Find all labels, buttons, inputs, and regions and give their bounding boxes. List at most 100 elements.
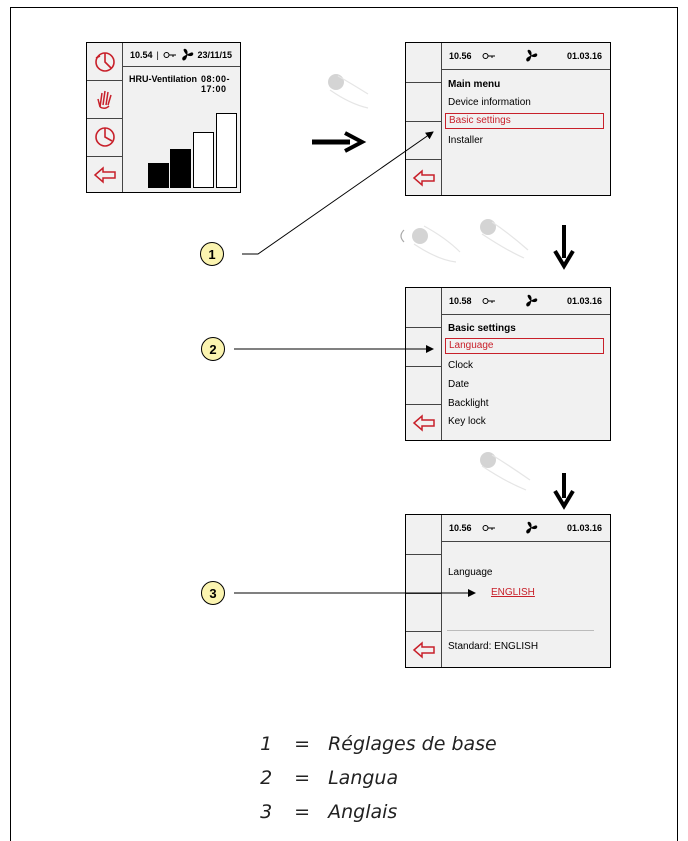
settings-sidebar xyxy=(406,288,442,440)
key-icon xyxy=(482,525,495,531)
legend-text: Anglais xyxy=(328,801,398,823)
legend-text: Langua xyxy=(328,767,399,789)
press-gesture-icon xyxy=(328,74,369,109)
sidebar-seg-1 xyxy=(406,515,441,555)
menu-item-basic-settings[interactable]: Basic settings xyxy=(445,113,604,129)
sidebar-seg-back[interactable] xyxy=(406,159,441,196)
legend-row-1: 1 = Réglages de base xyxy=(248,711,497,755)
program-time: 08:00-17:00 xyxy=(201,74,231,94)
status-date: 01.03.16 xyxy=(566,296,602,306)
callout-1: 1 xyxy=(200,242,224,266)
status-date: 01.03.16 xyxy=(566,523,602,533)
status-time: 10.54 xyxy=(130,49,153,60)
language-standard: Standard: ENGLISH xyxy=(448,641,539,652)
key-icon xyxy=(163,51,176,58)
home-statusbar: 10.54 | 23/11/15 xyxy=(122,43,240,67)
sidebar-seg-2 xyxy=(406,327,441,367)
screen-basic-settings: 10.58 01.03.16 Basic settings Language C… xyxy=(405,287,611,441)
frame-right-border xyxy=(677,7,678,841)
legend-text: Réglages de base xyxy=(328,733,497,755)
settings-item-backlight[interactable]: Backlight xyxy=(448,398,489,409)
legend-num: 3 xyxy=(260,801,273,823)
fan-level-bar-3 xyxy=(193,132,214,188)
legend-num: 2 xyxy=(260,767,273,789)
language-content: Language ENGLISH Standard: ENGLISH xyxy=(441,542,610,667)
legend-row-3: 3 = Anglais xyxy=(248,779,397,823)
status-date: 23/11/15 xyxy=(197,49,232,60)
menu-title: Main menu xyxy=(448,79,501,90)
sidebar-seg-clock[interactable] xyxy=(87,43,122,81)
screen-main-menu: 10.56 01.03.16 Main menu Device informat… xyxy=(405,42,611,196)
menu-sidebar xyxy=(406,43,442,195)
callout-3: 3 xyxy=(201,581,225,605)
back-arrow-icon xyxy=(412,413,435,432)
fan-icon xyxy=(526,49,538,62)
sidebar-seg-back[interactable] xyxy=(406,631,441,668)
callout-2: 2 xyxy=(201,337,225,361)
status-divider: | xyxy=(156,49,159,60)
press-gesture-icon xyxy=(480,219,529,259)
sidebar-seg-3 xyxy=(406,121,441,160)
flow-arrow-down-2 xyxy=(553,473,575,510)
status-date: 01.03.16 xyxy=(566,51,602,61)
legend-eq: = xyxy=(294,767,311,789)
frame-left-border xyxy=(10,7,11,841)
key-icon xyxy=(482,53,495,59)
settings-item-language[interactable]: Language xyxy=(445,338,604,354)
menu-content: Main menu Device information Basic setti… xyxy=(441,70,610,195)
settings-item-key-lock[interactable]: Key lock xyxy=(448,416,486,427)
legend-row-2: 2 = Langua xyxy=(248,745,398,789)
key-icon xyxy=(482,298,495,304)
menu-statusbar: 10.56 01.03.16 xyxy=(441,43,610,70)
sidebar-seg-back[interactable] xyxy=(87,156,122,193)
sidebar-seg-3 xyxy=(406,593,441,632)
settings-content: Basic settings Language Clock Date Backl… xyxy=(441,315,610,440)
flow-arrow-down-1 xyxy=(553,225,575,270)
fan-icon xyxy=(526,521,538,534)
menu-item-device-information[interactable]: Device information xyxy=(448,97,531,108)
status-time: 10.58 xyxy=(449,296,472,306)
flow-arrow-right xyxy=(312,131,367,153)
settings-statusbar: 10.58 01.03.16 xyxy=(441,288,610,315)
fan-level-bar-4 xyxy=(216,113,237,188)
program-label: HRU-Ventilation xyxy=(129,74,198,84)
legend-eq: = xyxy=(294,801,311,823)
fan-level-bar-2 xyxy=(170,149,191,188)
settings-title: Basic settings xyxy=(448,323,516,334)
sidebar-seg-1 xyxy=(406,288,441,328)
sidebar-seg-timer[interactable] xyxy=(87,118,122,157)
language-statusbar: 10.56 01.03.16 xyxy=(441,515,610,542)
language-divider xyxy=(447,630,594,631)
back-arrow-icon xyxy=(412,168,435,187)
menu-item-installer[interactable]: Installer xyxy=(448,135,484,146)
sidebar-seg-2 xyxy=(406,82,441,122)
sidebar-seg-3 xyxy=(406,366,441,405)
home-sidebar xyxy=(87,43,123,192)
back-arrow-icon xyxy=(93,165,116,184)
timer-icon xyxy=(94,127,115,147)
back-arrow-icon xyxy=(412,640,435,659)
language-value[interactable]: ENGLISH xyxy=(491,587,535,598)
home-content: HRU-Ventilation 08:00-17:00 xyxy=(122,67,240,192)
status-time: 10.56 xyxy=(449,51,472,61)
frame-top-border xyxy=(10,7,678,8)
settings-item-clock[interactable]: Clock xyxy=(448,360,474,371)
fan-level-bar-1 xyxy=(148,163,169,188)
press-gesture-icon xyxy=(480,452,531,491)
rotate-gesture-icon xyxy=(400,225,461,263)
sidebar-seg-back[interactable] xyxy=(406,404,441,441)
clock-program-icon xyxy=(94,51,115,72)
legend-num: 1 xyxy=(260,733,273,755)
screen-language: 10.56 01.03.16 Language ENGLISH Standard… xyxy=(405,514,611,668)
pointer-line-1 xyxy=(242,131,434,255)
sidebar-seg-1 xyxy=(406,43,441,83)
sidebar-seg-manual[interactable] xyxy=(87,80,122,119)
status-time: 10.56 xyxy=(449,523,472,533)
legend-eq: = xyxy=(294,733,311,755)
fan-icon xyxy=(526,294,538,307)
language-field-label: Language xyxy=(448,567,493,578)
hand-icon xyxy=(96,90,112,110)
settings-item-date[interactable]: Date xyxy=(448,379,470,390)
fan-icon xyxy=(182,48,194,60)
